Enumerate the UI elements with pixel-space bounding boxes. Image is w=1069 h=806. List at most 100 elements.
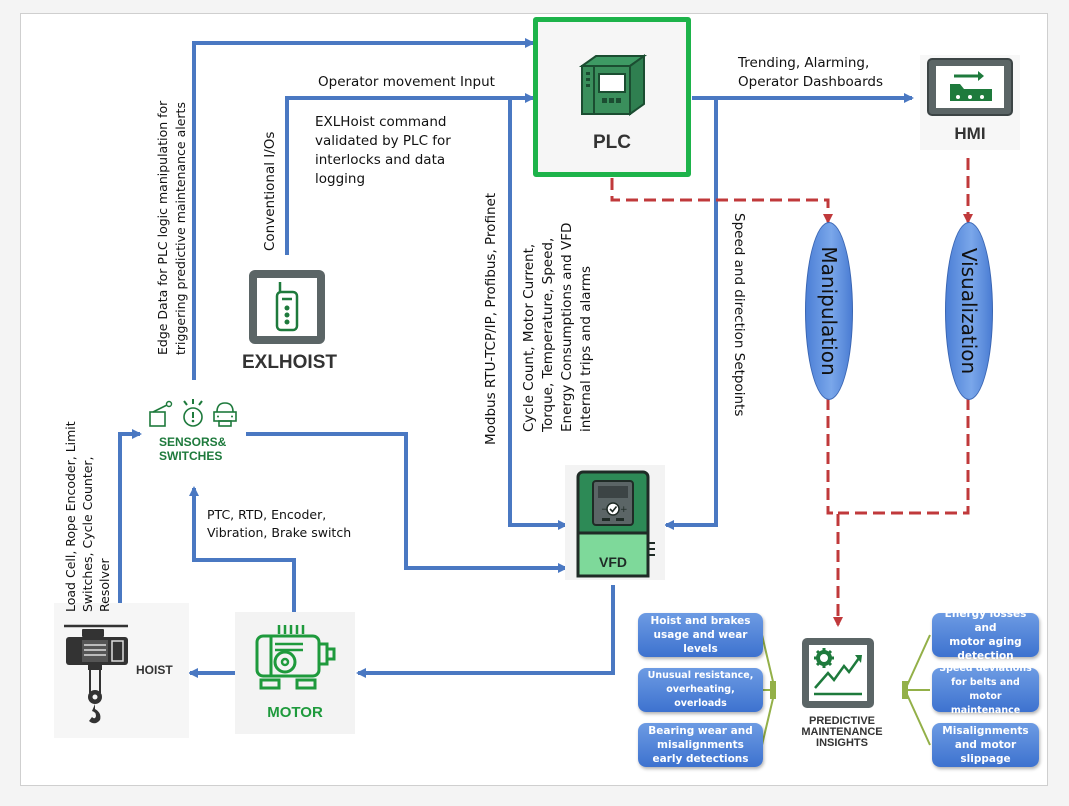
hoist-sensors-label: Load Cell, Rope Encoder, Limit Switches,… xyxy=(62,421,113,612)
plc-label: PLC xyxy=(593,132,631,153)
motor-icon xyxy=(255,625,336,690)
insight-line: overheating, xyxy=(666,684,735,695)
motor-sensors-arrow xyxy=(189,486,296,612)
hmi-node[interactable]: HMI xyxy=(920,55,1020,150)
plc-node[interactable]: PLC xyxy=(533,17,691,177)
insight-misalignments[interactable]: Misalignments and motor slippage xyxy=(932,723,1039,767)
exlhoist-label: EXLHOIST xyxy=(241,352,337,373)
right-insight-connectors xyxy=(904,634,931,746)
modbus-label: Modbus RTU-TCP/IP, Profibus, Profinet xyxy=(483,192,499,445)
svg-text:+: + xyxy=(620,505,628,515)
label-line: Operator Dashboards xyxy=(738,74,883,90)
pmi-label-line1: PREDICTIVE xyxy=(808,715,875,727)
gear-trend-chart-icon xyxy=(802,638,874,708)
label-line: Load Cell, Rope Encoder, Limit xyxy=(63,421,78,612)
vfd-data-label: Cycle Count, Motor Current, Torque, Temp… xyxy=(520,223,596,432)
manipulation-oval[interactable]: Manipulation xyxy=(805,222,853,400)
insight-line: misalignments xyxy=(657,739,744,751)
vfd-drive-icon: −+ xyxy=(576,470,655,578)
sensors-label-line2: SWITCHES xyxy=(159,449,223,463)
insight-unusual-resistance[interactable]: Unusual resistance, overheating, overloads xyxy=(638,668,763,712)
insight-line: for belts and motor xyxy=(951,677,1020,702)
label-line: logging xyxy=(315,171,366,187)
pmi-label-line2: MAINTENANCE xyxy=(801,726,883,738)
hoist-sensors-arrow xyxy=(118,429,142,605)
visualization-label: Visualization xyxy=(957,247,981,375)
visualization-to-pmi-dashed xyxy=(838,398,970,515)
vfd-label: VFD xyxy=(599,554,627,570)
hoist-node[interactable]: HOIST xyxy=(54,603,189,738)
insight-energy-losses[interactable]: Energy losses and motor aging detection xyxy=(932,608,1039,662)
label-line: Edge Data for PLC logic manipulation for xyxy=(155,100,170,355)
insight-line: Misalignments xyxy=(942,725,1029,737)
label-line: validated by PLC for xyxy=(315,133,451,149)
operator-input-arrow xyxy=(285,93,535,255)
plc-to-manipulation-dashed xyxy=(610,178,833,224)
sensors-to-vfd-arrow xyxy=(246,432,568,573)
svg-text:−: − xyxy=(601,505,609,515)
exlhoist-command-label: EXLHoist command validated by PLC for in… xyxy=(315,113,451,189)
label-line: Torque, Temperature, Speed, xyxy=(540,237,556,432)
insight-line: early detections xyxy=(652,753,749,765)
insight-line: levels xyxy=(683,643,718,655)
label-line: internal trips and alarms xyxy=(578,265,594,432)
insight-line: usage and wear xyxy=(653,629,748,641)
label-line: interlocks and data xyxy=(315,152,446,168)
alarm-sensor-icon xyxy=(183,399,203,427)
pmi-label-line3: INSIGHTS xyxy=(816,737,868,749)
insight-line: and motor xyxy=(954,739,1017,751)
label-line: Cycle Count, Motor Current, xyxy=(521,243,537,432)
insight-bearing-wear[interactable]: Bearing wear and misalignments early detec… xyxy=(638,723,763,767)
label-line: Trending, Alarming, xyxy=(738,55,870,71)
insight-line: detection xyxy=(957,650,1014,662)
limit-switch-icon xyxy=(149,400,173,427)
insight-speed-deviations[interactable]: Speed deviations for belts and motor maint… xyxy=(932,663,1039,716)
exlhoist-node[interactable]: EXLHOIST xyxy=(232,265,347,380)
hmi-screen-icon xyxy=(927,58,1013,116)
label-line: Switches, Cycle Counter, xyxy=(80,456,95,612)
plc-cabinet-icon xyxy=(578,54,648,116)
predictive-maintenance-node[interactable]: PREDICTIVE MAINTENANCE INSIGHTS xyxy=(782,630,902,749)
vfd-node[interactable]: −+ VFD xyxy=(565,465,665,580)
sensors-switches-node[interactable]: SENSORS& SWITCHES xyxy=(145,398,255,468)
hoist-crane-icon xyxy=(64,624,128,724)
trending-label: Trending, Alarming, Operator Dashboards xyxy=(738,54,883,92)
insight-hoist-brakes[interactable]: Hoist and brakes usage and wear levels xyxy=(638,613,763,657)
insight-line: motor aging xyxy=(949,636,1022,648)
setpoints-label: Speed and direction Setpoints xyxy=(731,213,747,417)
right-connector-bracket xyxy=(902,681,908,699)
motor-node[interactable]: MOTOR xyxy=(235,612,355,734)
hmi-label: HMI xyxy=(954,124,986,143)
insight-line: overloads xyxy=(674,698,727,709)
encoder-icon xyxy=(213,402,237,427)
hoist-label: HOIST xyxy=(136,663,173,677)
insight-line: Hoist and brakes xyxy=(650,615,751,627)
insight-line: Unusual resistance, xyxy=(647,670,754,681)
left-connector-bracket xyxy=(770,681,776,699)
remote-controller-icon xyxy=(249,270,325,344)
edge-data-arrow xyxy=(192,38,535,380)
edge-data-label: Edge Data for PLC logic manipulation for… xyxy=(154,101,190,355)
label-line: PTC, RTD, Encoder, xyxy=(207,507,327,522)
insight-line: slippage xyxy=(960,753,1011,765)
manipulation-label: Manipulation xyxy=(817,246,841,376)
label-line: Vibration, Brake switch xyxy=(207,525,352,540)
insight-line: Bearing wear and xyxy=(648,725,753,737)
insight-line: Speed deviations xyxy=(939,663,1032,674)
manipulation-to-pmi-dashed xyxy=(826,398,843,627)
motor-label: MOTOR xyxy=(267,704,323,721)
insight-line: maintenance xyxy=(950,705,1021,716)
vfd-to-motor-arrow xyxy=(356,585,615,678)
label-line: Energy Consumptions and VFD xyxy=(559,222,575,432)
label-line: Resolver xyxy=(97,558,112,612)
modbus-link xyxy=(508,98,568,530)
visualization-oval[interactable]: Visualization xyxy=(945,222,993,400)
label-line: triggering predictive maintenance alerts xyxy=(173,102,188,355)
motor-sensors-label: PTC, RTD, Encoder, Vibration, Brake swit… xyxy=(207,506,351,542)
operator-input-label: Operator movement Input xyxy=(318,74,495,90)
setpoints-arrow xyxy=(664,98,718,530)
conventional-io-label: Conventional I/Os xyxy=(262,131,278,251)
label-line: EXLHoist command xyxy=(315,114,447,130)
insight-line: Energy losses and xyxy=(944,608,1027,634)
